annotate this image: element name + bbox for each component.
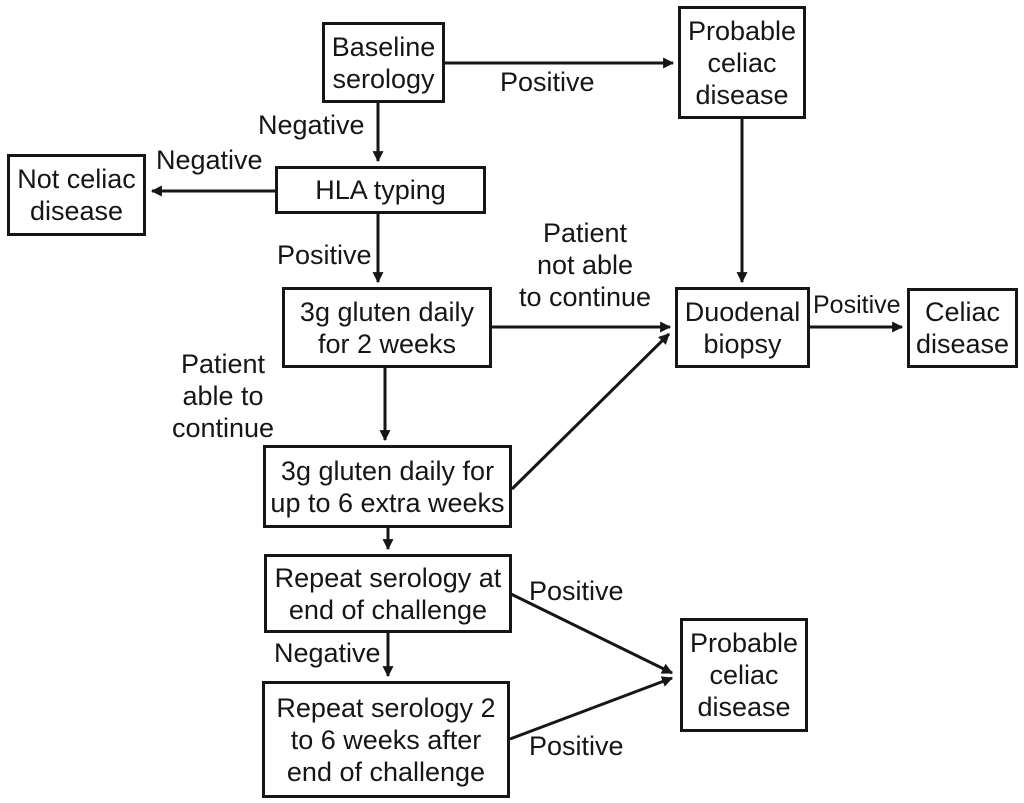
node-repeat-serology-end: Repeat serology at end of challenge <box>264 554 512 633</box>
node-repeat-serology-2-6-weeks: Repeat serology 2 to 6 weeks after end o… <box>262 681 510 798</box>
node-not-celiac-disease: Not celiac disease <box>7 154 146 236</box>
edge-label-repeat-negative: Negative <box>274 638 381 668</box>
node-gluten-2-weeks: 3g gluten daily for 2 weeks <box>282 287 492 368</box>
node-hla-typing: HLA typing <box>275 166 486 214</box>
arrow-repeat2-to-probable <box>509 676 674 741</box>
edge-label-hla-negative: Negative <box>156 145 263 175</box>
node-probable-celiac-top: Probable celiac disease <box>678 6 806 119</box>
node-probable-celiac-bottom: Probable celiac disease <box>680 618 808 732</box>
arrow-repeat1-to-probable <box>510 592 673 675</box>
node-baseline-serology: Baseline serology <box>322 22 445 103</box>
edge-label-biopsy-positive: Positive <box>813 291 901 319</box>
edge-label-repeat-2-6-positive: Positive <box>529 731 624 761</box>
edge-label-baseline-negative: Negative <box>258 110 365 140</box>
node-celiac-disease: Celiac disease <box>907 288 1018 368</box>
edge-label-patient-not-able: Patient not able to continue <box>518 218 652 312</box>
edge-label-repeat-end-positive: Positive <box>529 576 624 606</box>
arrow-gluten6w-to-biopsy <box>510 332 671 491</box>
edge-label-baseline-positive: Positive <box>500 67 595 97</box>
node-duodenal-biopsy: Duodenal biopsy <box>675 287 810 368</box>
edge-label-hla-positive: Positive <box>277 240 372 270</box>
edge-label-patient-able: Patient able to continue <box>171 349 275 443</box>
node-gluten-6-extra-weeks: 3g gluten daily for up to 6 extra weeks <box>263 445 512 528</box>
